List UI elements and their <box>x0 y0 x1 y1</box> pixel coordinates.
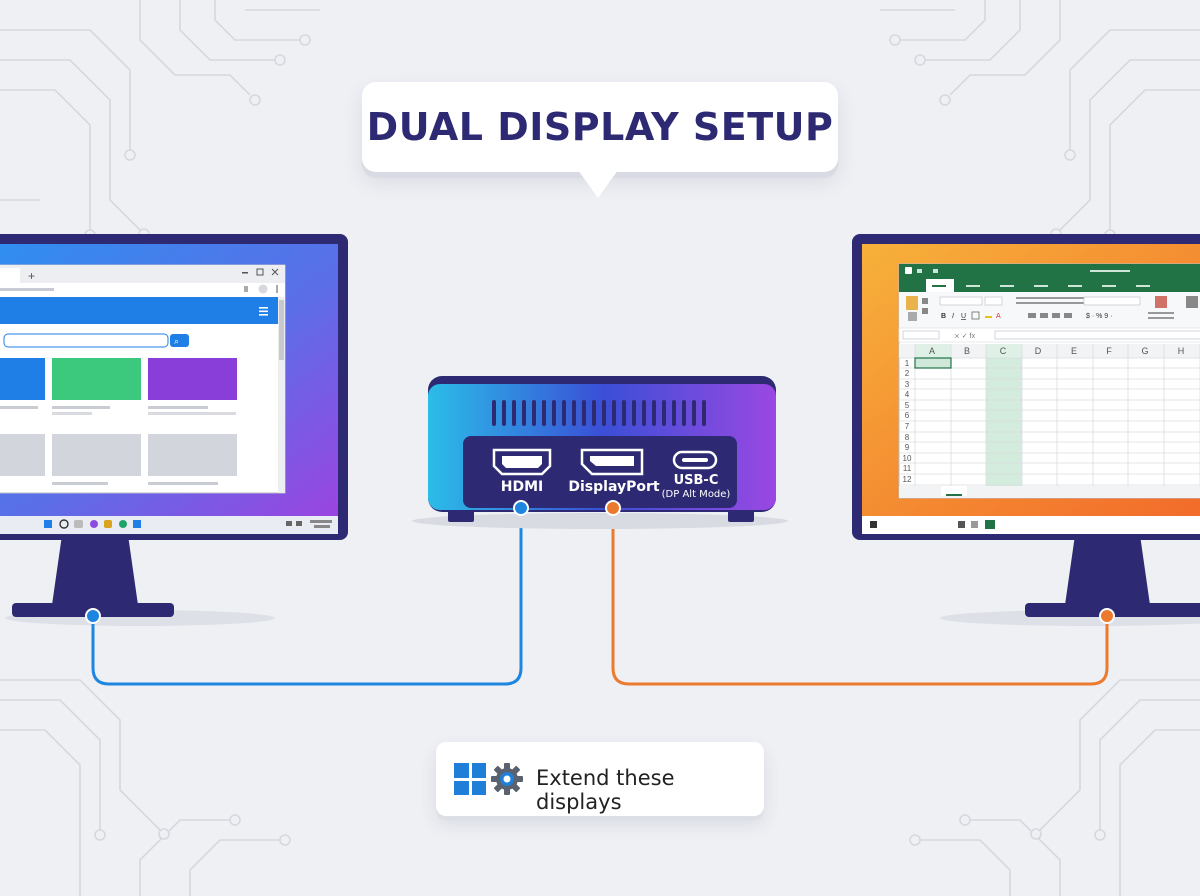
mini-pc <box>412 376 788 529</box>
left-taskbar-icons <box>44 519 332 529</box>
extend-displays-label: Extend these displays <box>536 766 675 814</box>
spreadsheet-row-number: 11 <box>902 464 912 473</box>
spreadsheet-column-header: C <box>999 346 1007 356</box>
extend-displays-button[interactable]: Extend these displays <box>436 742 764 816</box>
hdmi-port <box>492 448 552 476</box>
title-callout: DUAL DISPLAY SETUP <box>362 82 838 198</box>
displayport-port <box>580 448 644 476</box>
svg-text:$ · % 9 ·: $ · % 9 · <box>1086 313 1112 320</box>
svg-text:A: A <box>996 313 1001 320</box>
spreadsheet-row-number: 12 <box>902 475 912 484</box>
usb-c-sublabel: (DP Alt Mode) <box>661 489 731 500</box>
spreadsheet-row-number: 7 <box>904 422 910 431</box>
spreadsheet-column-header: D <box>1034 346 1042 356</box>
svg-text:U: U <box>961 313 966 320</box>
right-monitor-connector-dot <box>1099 608 1115 624</box>
spreadsheet-titlebar <box>899 264 1200 278</box>
displayport-label: DisplayPort <box>568 479 660 495</box>
spreadsheet-column-header: G <box>1141 346 1149 356</box>
gear-icon <box>491 763 523 795</box>
spreadsheet-row-number: 10 <box>902 454 912 463</box>
spreadsheet-window: B I U A $ · % 9 · ⨯ ✓ fx <box>898 263 1200 499</box>
spreadsheet-column-header: B <box>963 346 970 356</box>
hdmi-label: HDMI <box>500 479 544 495</box>
spreadsheet-row-number: 8 <box>904 433 910 442</box>
mini-pc-shadow <box>412 513 788 529</box>
right-taskbar <box>862 516 1200 534</box>
browser-header-bar <box>0 297 278 324</box>
hdmi-connector-dot <box>513 500 529 516</box>
svg-text:I: I <box>952 313 954 320</box>
usb-c-port <box>672 450 718 470</box>
windows-logo-icon <box>454 763 486 795</box>
hdmi-cable <box>91 508 523 686</box>
usb-c-label: USB-C <box>673 473 719 488</box>
right-taskbar-icons <box>870 520 995 529</box>
right-monitor-base <box>1025 603 1200 617</box>
svg-text:B: B <box>941 313 946 320</box>
spreadsheet-column-header: E <box>1070 346 1077 356</box>
spreadsheet-column-header: H <box>1177 346 1185 356</box>
spreadsheet-row-number: 2 <box>904 369 910 378</box>
displayport-connector-dot <box>605 500 621 516</box>
spreadsheet-column-header: A <box>928 346 935 356</box>
mini-pc-vents <box>492 400 706 426</box>
left-monitor-connector-dot <box>85 608 101 624</box>
spreadsheet-row-number: 1 <box>904 359 910 368</box>
left-taskbar <box>0 516 338 534</box>
left-monitor-stand <box>52 535 138 605</box>
left-monitor: + ⌕ <box>0 234 348 626</box>
spreadsheet-column-header: F <box>1106 346 1112 356</box>
spreadsheet-row-number: 3 <box>904 380 910 389</box>
svg-text:⌕: ⌕ <box>174 336 179 346</box>
spreadsheet-row-number: 5 <box>904 401 910 410</box>
svg-text:+: + <box>28 269 35 283</box>
svg-text:⨯ ✓ fx: ⨯ ✓ fx <box>954 333 976 340</box>
spreadsheet-row-number: 6 <box>904 411 910 420</box>
displayport-cable <box>611 508 1109 686</box>
spreadsheet-row-number: 4 <box>904 390 910 399</box>
page-title: DUAL DISPLAY SETUP <box>366 105 834 149</box>
browser-window: + ⌕ <box>0 264 286 494</box>
right-monitor: B I U A $ · % 9 · ⨯ ✓ fx <box>852 234 1200 626</box>
spreadsheet-row-number: 9 <box>904 443 910 452</box>
cables <box>91 508 1109 686</box>
right-monitor-stand <box>1065 535 1150 605</box>
